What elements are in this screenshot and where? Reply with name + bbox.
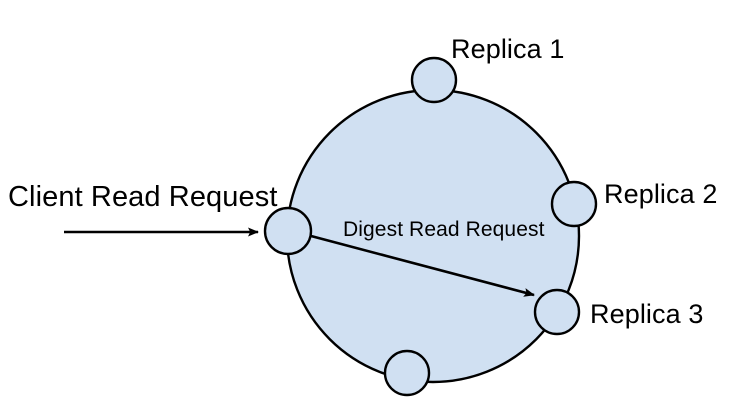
label-digest-read-request: Digest Read Request bbox=[343, 218, 545, 241]
node-replica-1[interactable] bbox=[410, 56, 458, 104]
digest-read-request-arrow bbox=[310, 234, 535, 297]
node-bottom-unlabeled[interactable] bbox=[383, 349, 431, 397]
label-client-read-request: Client Read Request bbox=[8, 181, 278, 213]
node-replica-3[interactable] bbox=[533, 288, 581, 336]
node-coordinator[interactable] bbox=[263, 206, 313, 256]
node-replica-2[interactable] bbox=[550, 180, 598, 228]
label-replica-2: Replica 2 bbox=[604, 179, 718, 209]
label-replica-1: Replica 1 bbox=[451, 34, 565, 64]
label-replica-3: Replica 3 bbox=[590, 299, 704, 329]
